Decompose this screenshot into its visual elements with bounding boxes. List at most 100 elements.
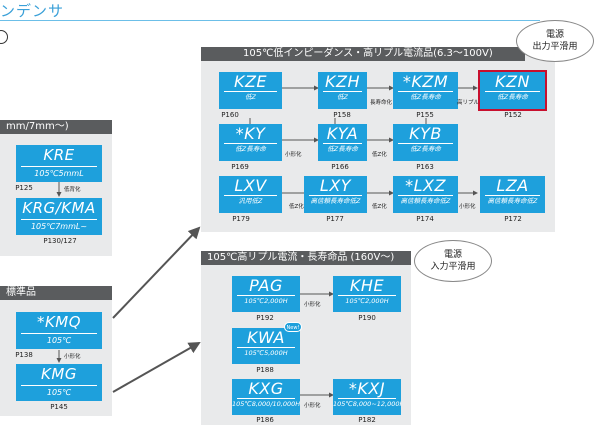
- node-divider: [21, 385, 97, 386]
- series-spec: 105℃: [46, 336, 72, 345]
- series-spec: 低Z: [245, 93, 256, 101]
- series-spec: 105℃: [46, 388, 72, 397]
- series-node-kwa[interactable]: KWA 105℃5,000H: [232, 328, 300, 364]
- page-ref: P130/127: [43, 237, 77, 245]
- node-divider: [338, 295, 396, 296]
- series-spec: 105℃8,000/10,000H: [232, 400, 300, 408]
- page-ref: P138: [15, 351, 33, 359]
- series-node-kzn[interactable]: KZN 低Z長寿命: [478, 70, 547, 111]
- series-node-kzm[interactable]: *KZM 低Z長寿命: [393, 72, 458, 109]
- series-name: *LXZ: [405, 176, 446, 195]
- transition-label: 高リプル化: [457, 100, 485, 106]
- series-node-krg-kma[interactable]: KRG/KMA 105℃7mmL~: [16, 198, 102, 235]
- page-ref: P182: [358, 416, 376, 424]
- transition-label: 小形化: [304, 403, 321, 409]
- node-divider: [323, 91, 362, 92]
- series-name: *KMQ: [36, 313, 82, 331]
- page-ref: P179: [232, 215, 250, 223]
- series-name: *KZM: [402, 72, 449, 91]
- series-node-kre[interactable]: KRE 105℃5mmL: [16, 145, 102, 182]
- series-name: KZE: [233, 72, 268, 91]
- series-node-lza[interactable]: LZA 高信頼長寿命低Z: [480, 176, 545, 213]
- series-name: KRE: [43, 146, 75, 164]
- series-node-kxg[interactable]: KXG 105℃8,000/10,000H: [232, 379, 300, 415]
- series-spec: 105℃2,000H: [244, 297, 288, 305]
- series-spec: 低Z長寿命: [410, 93, 441, 101]
- series-name: KRG/KMA: [22, 199, 96, 217]
- transition-label: 小形化: [64, 354, 81, 360]
- transition-label: 低Z化: [372, 204, 387, 210]
- input-bubble-line2: 入力平滑用: [430, 262, 476, 272]
- series-node-lxv[interactable]: LXV 汎用低Z: [219, 176, 282, 213]
- series-spec: 低Z長寿命: [235, 145, 266, 153]
- series-node-kzh[interactable]: KZH 低Z: [318, 72, 367, 109]
- series-node-kze[interactable]: KZE 低Z: [219, 72, 282, 109]
- series-node-lxy[interactable]: LXY 高信頼長寿命低Z: [304, 176, 367, 213]
- node-divider: [309, 195, 362, 196]
- transition-label: 小形化: [304, 302, 321, 308]
- series-spec: 高信頼長寿命低Z: [400, 197, 451, 205]
- transition-label: 低背化: [64, 187, 81, 193]
- panel-left-top-title: mm/7mm～): [0, 120, 112, 134]
- series-node-pag[interactable]: PAG 105℃2,000H: [232, 276, 300, 312]
- input-smoothing-bubble: 電源 入力平滑用: [414, 240, 492, 282]
- page-ref: P152: [504, 111, 522, 119]
- series-node-kyb[interactable]: KYB 低Z長寿命: [393, 124, 458, 161]
- series-name: KWA: [247, 328, 285, 347]
- node-divider: [338, 398, 396, 399]
- output-bubble-line1: 電源: [545, 30, 564, 40]
- series-node-ky[interactable]: *KY 低Z長寿命: [219, 124, 282, 161]
- node-divider: [398, 91, 453, 92]
- series-spec: 低Z: [337, 93, 348, 101]
- series-node-lxz[interactable]: *LXZ 高信頼長寿命低Z: [393, 176, 458, 213]
- series-name: KHE: [349, 276, 385, 295]
- series-spec: 高信頼長寿命低Z: [487, 197, 538, 205]
- transition-label: 低Z化: [372, 152, 387, 158]
- node-divider: [237, 398, 295, 399]
- node-divider: [21, 166, 97, 167]
- series-name: LXY: [319, 176, 352, 195]
- page-ref: P177: [326, 215, 344, 223]
- node-divider: [224, 143, 277, 144]
- transition-label: 小形化: [285, 152, 302, 158]
- series-node-kmq[interactable]: *KMQ 105℃: [16, 312, 102, 349]
- series-spec: 汎用低Z: [238, 197, 263, 205]
- series-name: KYB: [409, 124, 442, 143]
- page-title: ンデンサ: [0, 2, 65, 20]
- panel-high-ripple-title: 105℃高リプル電流・長寿命品 (160V～): [201, 251, 411, 265]
- node-divider: [485, 91, 540, 92]
- node-divider: [21, 333, 97, 334]
- page-ref: P160: [221, 111, 239, 119]
- series-name: KYA: [326, 124, 359, 143]
- page-ref: P188: [256, 366, 274, 374]
- page-ref: P145: [50, 403, 68, 411]
- panel-low-impedance-title: 105℃低インピーダンス・高リプル電流品(6.3～100V): [201, 47, 525, 61]
- series-node-kya[interactable]: KYA 低Z長寿命: [318, 124, 367, 161]
- node-divider: [323, 143, 362, 144]
- input-bubble-line1: 電源: [443, 250, 462, 260]
- series-spec: 105℃7mmL~: [30, 222, 88, 231]
- series-name: KXG: [248, 379, 284, 398]
- transition-label: 小形化: [459, 204, 476, 210]
- node-divider: [224, 91, 277, 92]
- page-ref: P158: [333, 111, 351, 119]
- node-divider: [237, 295, 295, 296]
- series-spec: 低Z長寿命: [327, 145, 358, 153]
- new-badge: New!: [284, 322, 302, 332]
- node-divider: [224, 195, 277, 196]
- series-node-khe[interactable]: KHE 105℃2,000H: [333, 276, 401, 312]
- series-spec: 低Z長寿命: [497, 93, 528, 101]
- series-spec: 105℃8,000~12,000H: [333, 400, 401, 408]
- page-ref: P155: [416, 111, 434, 119]
- series-node-kmg[interactable]: KMG 105℃: [16, 364, 102, 401]
- output-smoothing-bubble: 電源 出力平滑用: [516, 20, 594, 62]
- series-spec: 低Z長寿命: [410, 145, 441, 153]
- series-name: KZN: [495, 72, 530, 91]
- node-divider: [398, 143, 453, 144]
- series-name: PAG: [249, 276, 283, 295]
- header-divider: [0, 20, 540, 21]
- page-ref: P166: [331, 163, 349, 171]
- series-node-kxj[interactable]: *KXJ 105℃8,000~12,000H: [333, 379, 401, 415]
- page-ref: P186: [256, 416, 274, 424]
